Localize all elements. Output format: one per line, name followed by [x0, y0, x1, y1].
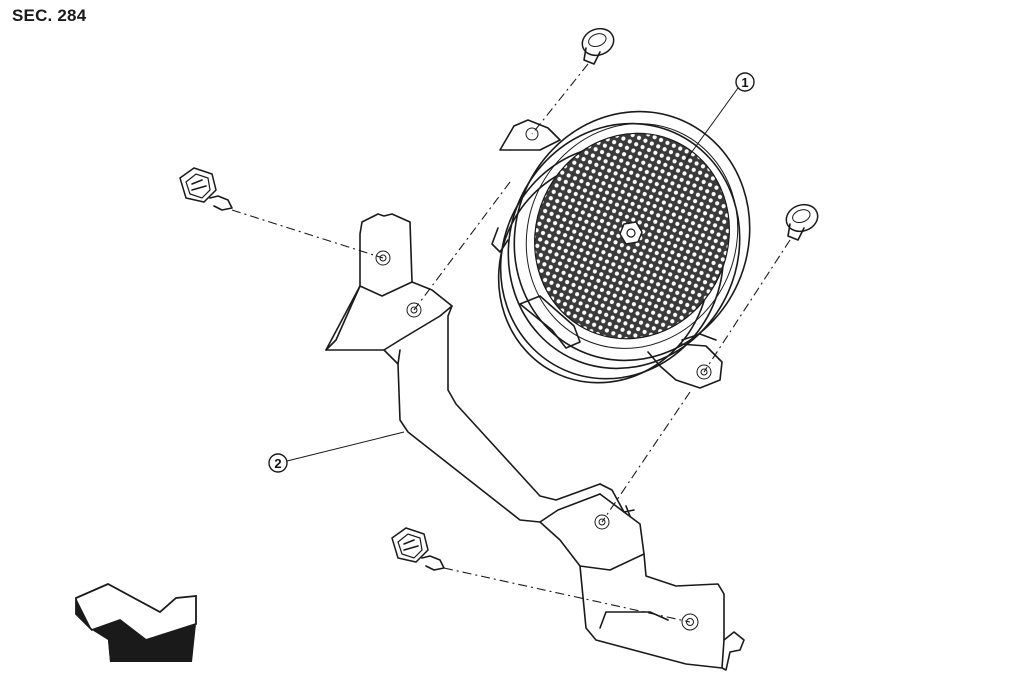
speaker — [491, 110, 751, 389]
assembly-lines — [231, 63, 791, 623]
callout-2: 2 — [268, 431, 405, 473]
screw-icon — [785, 203, 819, 241]
callout-1-number: 1 — [741, 75, 748, 90]
callout-2-number: 2 — [274, 456, 281, 471]
section-label: SEC. 284 — [12, 6, 87, 25]
hex-bolt-icon — [179, 167, 233, 211]
front-direction-arrow-icon — [75, 582, 197, 662]
callout-1: 1 — [685, 72, 755, 161]
hex-bolt-icon — [391, 527, 445, 571]
screw-icon — [581, 27, 615, 65]
bracket — [325, 213, 745, 671]
